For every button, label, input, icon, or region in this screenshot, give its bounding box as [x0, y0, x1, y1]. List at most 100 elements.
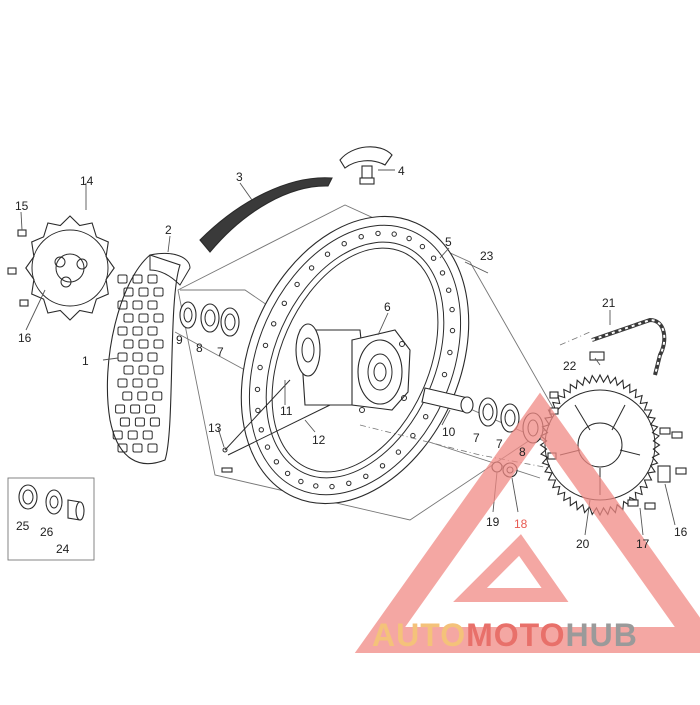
callout-26: 26: [40, 525, 54, 539]
tyre: [106, 253, 191, 465]
spoke-hole: [273, 459, 280, 465]
tread-block: [145, 404, 156, 414]
callout-3: 3: [236, 170, 243, 184]
callout-8-right: 8: [519, 445, 526, 459]
callout-25: 25: [16, 519, 30, 533]
tread-block: [117, 378, 128, 388]
watermark-inner-mark: [453, 534, 569, 602]
tread-block: [112, 430, 123, 440]
spoke-hole: [375, 230, 381, 237]
spoke-hole: [313, 483, 319, 489]
tread-block: [153, 287, 164, 297]
callout-12: 12: [312, 433, 326, 447]
tread-block: [138, 287, 149, 297]
watermark-triangle: [354, 392, 700, 653]
spoke-hole: [423, 414, 429, 420]
spoke-hole: [441, 371, 448, 378]
callout-6: 6: [384, 300, 391, 314]
tread-block: [153, 365, 164, 375]
leader-lines: [20, 169, 676, 536]
watermark-logo: AUTOMOTOHUB: [354, 392, 700, 653]
callout-15: 15: [15, 199, 29, 213]
callout-1: 1: [82, 354, 89, 368]
spoke-hole: [262, 342, 269, 349]
tube-valve: [339, 146, 393, 185]
callout-20: 20: [576, 537, 590, 551]
spoke-hole: [379, 463, 386, 469]
tread-block: [138, 339, 149, 349]
tread-block: [142, 430, 153, 440]
tread-block: [130, 404, 141, 414]
spoke-hole: [329, 483, 335, 490]
callout-9: 9: [176, 333, 183, 347]
spoke-hole: [410, 432, 416, 439]
spoke-hole: [430, 255, 437, 261]
tread-block: [147, 300, 158, 310]
callout-5: 5: [445, 235, 452, 249]
tread-block: [147, 326, 158, 336]
spokes: [221, 379, 331, 473]
brake-disc: [25, 215, 115, 321]
spoke-hole: [298, 478, 304, 485]
callout-8-left: 8: [196, 341, 203, 355]
tread-block: [123, 339, 134, 349]
spoke-hole: [449, 327, 456, 334]
callout-16-sprocket: 16: [674, 525, 688, 539]
tread-block: [115, 404, 126, 414]
spoke-hole: [341, 241, 347, 247]
spoke-hole: [294, 281, 300, 288]
tread-block: [117, 326, 128, 336]
axle-spacer: [421, 387, 474, 414]
spoke-hole: [281, 300, 287, 306]
spoke-hole: [358, 234, 364, 240]
inset-bearing-box: [7, 477, 95, 561]
spoke-hole: [391, 231, 397, 237]
wheel-hub: [295, 323, 411, 413]
spoke-hole: [324, 251, 331, 257]
left-bearing-stack: [179, 301, 240, 337]
tread-block: [117, 352, 128, 362]
callout-19: 19: [486, 515, 500, 529]
rim-band: [199, 177, 333, 253]
tread-block: [132, 326, 143, 336]
spoke-hole: [447, 349, 453, 356]
callout-14: 14: [80, 174, 94, 188]
spoke-hole: [257, 364, 263, 371]
callout-22: 22: [563, 359, 577, 373]
tread-block: [147, 274, 158, 284]
tread-block: [152, 391, 163, 401]
callout-4: 4: [398, 164, 405, 178]
tread-block: [132, 378, 143, 388]
disc-bolts: [7, 229, 29, 307]
callout-7-left: 7: [217, 345, 224, 359]
callout-labels: 1 2 3 4 5 6 7 7 7 8 8 9 10 11 12 13 14 1…: [15, 164, 688, 556]
callout-17: 17: [636, 537, 650, 551]
callout-21: 21: [602, 296, 616, 310]
callout-23: 23: [480, 249, 494, 263]
tread-block: [149, 417, 160, 427]
watermark-text: AUTOMOTOHUB: [372, 617, 638, 653]
tread-block: [153, 313, 164, 323]
spoke-hole: [395, 449, 402, 455]
tyre-tread-blocks: [112, 274, 164, 453]
tread-block: [132, 300, 143, 310]
spoke-hole: [419, 243, 426, 250]
spoke-hole: [346, 480, 352, 486]
tread-block: [132, 352, 143, 362]
spoke-hole: [284, 470, 291, 477]
drive-chain: [559, 317, 667, 376]
tread-block: [117, 443, 128, 453]
spoke-hole: [308, 265, 315, 271]
tread-block: [147, 443, 158, 453]
tread-block: [147, 378, 158, 388]
tread-block: [132, 274, 143, 284]
axle-centerline: [359, 424, 561, 471]
tread-block: [123, 287, 134, 297]
callout-18: 18: [514, 517, 528, 531]
tread-block: [147, 352, 158, 362]
spoke-hole: [446, 287, 452, 293]
callout-24: 24: [56, 542, 70, 556]
tread-block: [122, 391, 133, 401]
